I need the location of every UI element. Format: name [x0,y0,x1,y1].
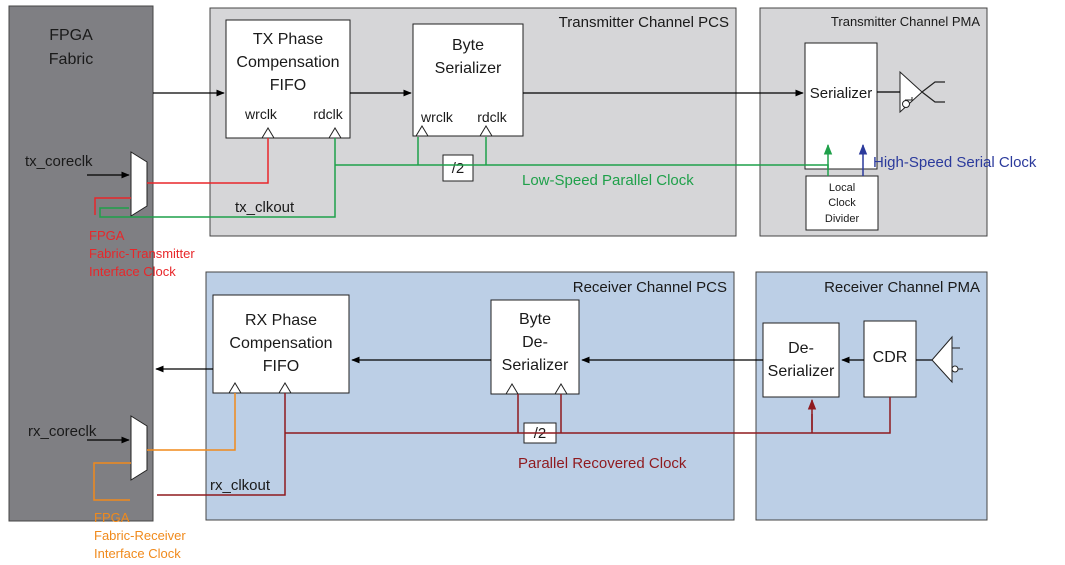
tx-pma-title: Transmitter Channel PMA [831,14,980,29]
byte-deserializer-line3: Serializer [502,357,569,374]
low-speed-parallel-clock-line [99,137,829,218]
fabric-title-line1: FPGA [49,27,93,44]
tx-iface-label-line2: Fabric-Transmitter [89,246,195,261]
tx-buffer-output-leads [905,97,913,101]
rx-fifo-wrclk-pin [228,382,242,394]
fpga-fabric-panel [8,5,154,522]
tx-clock-mux-icon [130,151,148,217]
byte-serializer-wrclk-label: wrclk [420,109,454,125]
local-divider-line1: Local [829,182,855,194]
tx-divide-by-2-block [442,154,474,182]
byte-serializer-line2: Serializer [435,60,502,77]
rx-fifo-line3: FIFO [263,358,299,375]
tx-fifo-line2: Compensation [236,54,339,71]
low-speed-parallel-clock-label: Low-Speed Parallel Clock [522,172,694,189]
tx-pcs-title: Transmitter Channel PCS [559,14,729,31]
cdr-label: CDR [873,349,908,366]
byte-deserializer-block [490,299,580,395]
rx-buffer-inverter-bubble [951,365,959,373]
tx-fifo-line3: FIFO [270,77,306,94]
byte-deserializer-pin-right [554,383,568,395]
tx-fifo-line1: TX Phase [253,31,323,48]
rx-iface-label-line1: FPGA [94,510,130,525]
rx-fifo-rdclk-pin [278,382,292,394]
byte-deserializer-line1: Byte [519,311,551,328]
pma-deserializer-block [762,322,840,398]
local-divider-line3: Divider [825,213,860,225]
rx-input-buffer-icon [931,335,953,384]
rx-coreclk-label: rx_coreclk [28,423,97,440]
pma-deserializer-line1: De- [788,340,814,357]
tx-interface-clock-line [94,138,269,215]
byte-serializer-line1: Byte [452,37,484,54]
rx-iface-label-line2: Fabric-Receiver [94,528,186,543]
rx-iface-label-line3: Interface Clock [94,546,181,561]
cdr-block [863,320,917,398]
tx-buffer-inverter-bubble [902,100,910,108]
byte-serializer-block [412,23,524,137]
local-divider-line2: Clock [828,197,856,209]
tx-iface-label-line3: Interface Clock [89,264,176,279]
local-clock-divider-block [805,175,879,231]
byte-serializer-rdclk-pin [479,125,493,137]
high-speed-serial-clock-label: High-Speed Serial Clock [873,154,1037,171]
rx-phase-fifo-block [212,294,350,394]
tx-coreclk-label: tx_coreclk [25,153,93,170]
byte-serializer-rdclk-label: rdclk [477,109,508,125]
rx-fifo-line1: RX Phase [245,312,317,329]
tx-fifo-rdclk-pin [328,127,342,139]
pma-serializer-block [804,42,878,170]
rx-pma-title: Receiver Channel PMA [824,279,980,296]
tx-fifo-rdclk-label: rdclk [313,106,344,122]
tx-phase-fifo-block [225,19,351,139]
rx-pcs-title: Receiver Channel PCS [573,279,727,296]
tx-fifo-wrclk-label: wrclk [244,106,278,122]
rx-interface-clock-line [93,393,236,501]
rx-fifo-line2: Compensation [229,335,332,352]
byte-deserializer-pin-left [505,383,519,395]
tx-iface-label-line1: FPGA [89,228,125,243]
pma-deserializer-line2: Serializer [768,363,835,380]
rx-clock-mux-icon [130,415,148,481]
pma-serializer-label: Serializer [810,85,873,102]
rx-clkout-label: rx_clkout [210,477,271,494]
byte-serializer-wrclk-pin [415,125,429,137]
tx-clkout-label: tx_clkout [235,199,295,216]
tx-divide-by-2-label: /2 [452,160,465,177]
fabric-title-line2: Fabric [49,51,93,68]
tx-fifo-wrclk-pin [261,127,275,139]
parallel-recovered-clock-label: Parallel Recovered Clock [518,455,687,472]
byte-deserializer-line2: De- [522,334,548,351]
